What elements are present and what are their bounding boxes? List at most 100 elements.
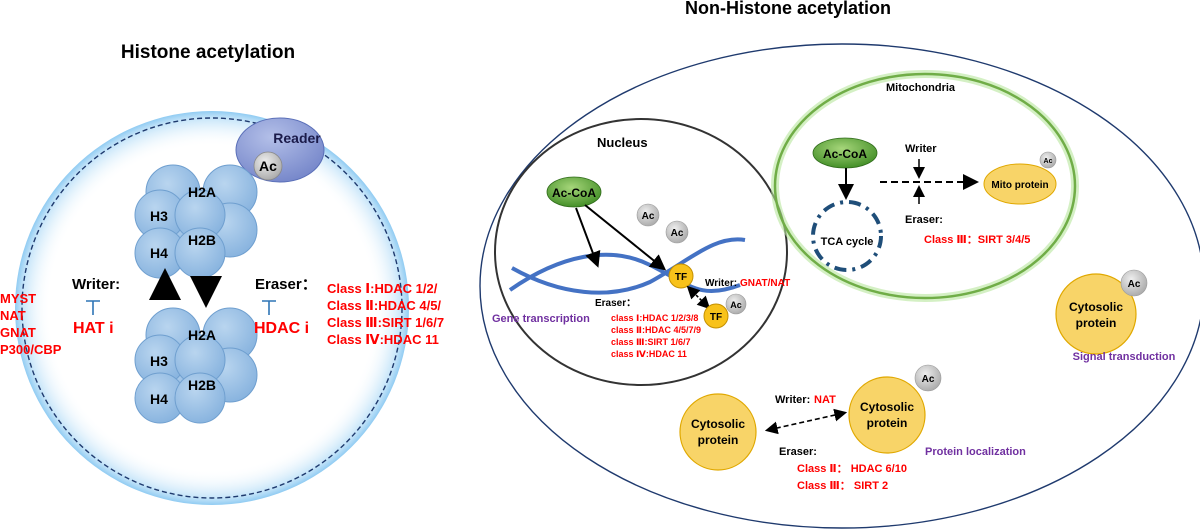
tca-cycle-label: TCA cycle xyxy=(821,236,874,248)
mitochondria-membrane xyxy=(773,72,1077,300)
tf-circle xyxy=(668,263,694,289)
mito-eraser-label: Eraser: xyxy=(905,214,943,226)
histone-title: Histone acetylation xyxy=(121,42,295,63)
ac-circle xyxy=(1039,151,1057,169)
nucleus-writer-label: Writer: xyxy=(705,278,737,289)
nonhistone-title: Non-Histone acetylation xyxy=(685,0,891,18)
ac-label: Ac xyxy=(1044,158,1053,165)
nucleus: Nucleus Ac-CoA Ac Ac TF TF Ac Writer: GN… xyxy=(492,118,790,386)
localization-eraser-item: Class Ⅲ： SIRT 2 xyxy=(797,480,888,492)
ac-circle xyxy=(1120,269,1148,297)
localization-eraser-label: Eraser: xyxy=(779,446,817,458)
mito-eraser-value: Class Ⅲ：SIRT 3/4/5 xyxy=(924,234,1030,246)
writer-list: MYST NAT GNAT P300/CBP xyxy=(0,291,62,357)
nucleus-writer-value: GNAT/NAT xyxy=(740,278,790,289)
writer-list-item: MYST xyxy=(0,291,36,306)
cytosolic-protein-label: Cytosolic xyxy=(860,400,914,414)
histone-h2b-label: H2B xyxy=(188,232,216,248)
histone-octamer-top: H3 H2A H4 H2B xyxy=(134,164,258,279)
histone-h3-label: H3 xyxy=(150,353,168,369)
acoa-ellipse xyxy=(546,176,602,208)
inhibition-icon xyxy=(86,300,100,315)
cytosolic-protein-label: Cytosolic xyxy=(691,417,745,431)
nucleus-membrane xyxy=(494,118,788,386)
mito-protein-label: Mito protein xyxy=(991,180,1048,191)
eraser-heading: Eraser： xyxy=(255,276,317,293)
eraser-list-item: Class Ⅲ:SIRT 1/6/7 xyxy=(327,315,444,330)
dna-strand xyxy=(511,237,746,295)
writer-list-item: P300/CBP xyxy=(0,342,62,357)
localization-eraser-item: Class Ⅱ： HDAC 6/10 xyxy=(797,463,907,475)
cytosolic-protein-label: protein xyxy=(867,416,908,430)
mito-writer-label: Writer xyxy=(905,143,937,155)
histone-h3-label: H3 xyxy=(150,208,168,224)
tf-label: TF xyxy=(675,272,687,283)
histone-octamer-bottom: H3 H2A H4 H2B xyxy=(134,307,258,424)
acoa-to-tf-arrow xyxy=(584,204,667,271)
cytosolic-protein xyxy=(1055,273,1137,355)
ac-label: Ac xyxy=(1128,279,1141,290)
reader-label: Reader xyxy=(273,130,321,146)
histone-glow xyxy=(15,111,409,505)
cytosolic-protein-label: Cytosolic xyxy=(1069,300,1123,314)
localization-writer-label: Writer: xyxy=(775,394,810,406)
localization-writer-value: NAT xyxy=(814,394,836,406)
ac-circle xyxy=(253,151,283,181)
mitochondria-label: Mitochondria xyxy=(886,82,956,94)
nucleus-eraser-item: class Ⅳ:HDAC 11 xyxy=(611,349,687,359)
nucleus-eraser-item: class Ⅰ:HDAC 1/2/3/8 xyxy=(611,313,698,323)
ac-circle xyxy=(914,364,942,392)
tca-cycle-ring xyxy=(811,200,883,272)
histone-h2b-label: H2B xyxy=(188,377,216,393)
eraser-list-item: Class Ⅱ:HDAC 4/5/ xyxy=(327,298,441,313)
acoa-to-dna-arrow xyxy=(575,207,601,268)
localization-arrow xyxy=(764,408,848,435)
nucleus-label: Nucleus xyxy=(597,135,648,150)
nucleus-eraser-label: Eraser： xyxy=(595,298,636,309)
tf-circle xyxy=(703,303,729,329)
signal-transduction-label: Signal transduction xyxy=(1073,351,1176,363)
hat-inhibitor-label: HAT i xyxy=(73,320,114,337)
mito-protein xyxy=(983,163,1057,205)
cytosolic-protein xyxy=(848,376,926,454)
gene-transcription-label: Gene transcription xyxy=(492,313,590,325)
mitochondria: Mitochondria Ac-CoA TCA cycle Writer Era… xyxy=(771,70,1079,302)
ac-label: Ac xyxy=(642,211,655,222)
writer-list-item: GNAT xyxy=(0,325,36,340)
inhibition-icon xyxy=(262,300,276,315)
signal-transduction-group: Cytosolic protein Ac Signal transduction xyxy=(1055,269,1176,363)
tf-label: TF xyxy=(710,312,722,323)
ac-label: Ac xyxy=(671,228,684,239)
tf-acetylation-arrow xyxy=(686,285,711,310)
writer-list-item: NAT xyxy=(0,308,26,323)
nucleus-eraser-item: class Ⅲ:SIRT 1/6/7 xyxy=(611,337,691,347)
histone-h2a-label: H2A xyxy=(188,327,216,343)
acoa-label: Ac-CoA xyxy=(823,147,867,161)
hdac-inhibitor-label: HDAC i xyxy=(254,320,309,337)
histone-h4-label: H4 xyxy=(150,245,168,261)
histone-h4-label: H4 xyxy=(150,391,168,407)
protein-localization-group: Cytosolic protein Cytosolic protein Ac W… xyxy=(679,364,1026,492)
eraser-list-item: Class Ⅰ:HDAC 1/2/ xyxy=(327,281,438,296)
writer-heading: Writer: xyxy=(72,276,120,293)
cytosolic-protein xyxy=(679,393,757,471)
ac-circle xyxy=(636,203,660,227)
ac-circle xyxy=(665,220,689,244)
eraser-list-item: Class Ⅳ:HDAC 11 xyxy=(327,332,439,347)
acoa-label: Ac-CoA xyxy=(552,186,596,200)
nucleus-eraser-item: class Ⅱ:HDAC 4/5/7/9 xyxy=(611,325,701,335)
cytosolic-protein-label: protein xyxy=(1076,316,1117,330)
protein-localization-label: Protein localization xyxy=(925,446,1026,458)
ac-circle xyxy=(725,293,747,315)
histone-h2a-label: H2A xyxy=(188,184,216,200)
cytosolic-protein-label: protein xyxy=(698,433,739,447)
ac-label: Ac xyxy=(259,158,277,174)
eraser-list: Class Ⅰ:HDAC 1/2/ Class Ⅱ:HDAC 4/5/ Clas… xyxy=(327,281,444,347)
reader-group: Reader Ac xyxy=(211,117,325,189)
cell-boundary xyxy=(479,43,1200,529)
histone-region xyxy=(15,111,409,505)
ac-label: Ac xyxy=(730,300,742,310)
histone-boundary xyxy=(21,117,403,499)
ac-label: Ac xyxy=(922,374,935,385)
